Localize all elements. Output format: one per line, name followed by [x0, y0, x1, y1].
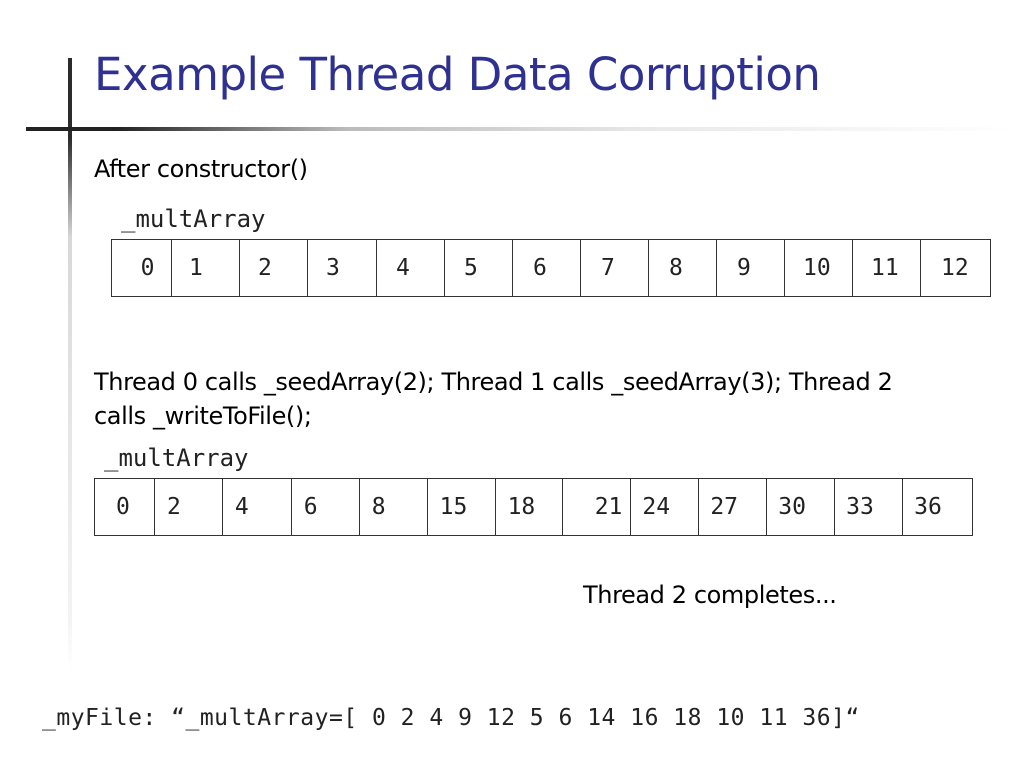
array-cell: 30 — [767, 479, 836, 535]
array-cell: 2 — [240, 240, 308, 296]
array-cell: 12 — [941, 255, 969, 281]
multarray-initial: 0 1 2 3 4 5 6 7 8 9 10 11 12 — [111, 239, 991, 297]
array-cell: 6 — [292, 479, 360, 535]
array-cell: 8 — [649, 240, 717, 296]
array1-label: _multArray — [121, 205, 266, 233]
array-cell: 21 — [563, 479, 632, 535]
array-cell: 1 — [172, 240, 240, 296]
array-cell: 10 — [785, 240, 853, 296]
threads-line-2: calls _writeToFile(); — [94, 402, 312, 430]
array-cell: 9 — [717, 240, 785, 296]
threads-line-1: Thread 0 calls _seedArray(2); Thread 1 c… — [94, 368, 893, 396]
title-underline-bar — [26, 127, 1016, 131]
array-cell: 4 — [223, 479, 292, 535]
array-cell: 36 — [914, 494, 942, 520]
array-cell: 6 — [513, 240, 581, 296]
multarray-corrupted: 0 2 4 6 8 15 18 21 24 27 30 33 36 — [94, 478, 973, 536]
array-cell: 27 — [699, 479, 768, 535]
array-cell: 7 — [581, 240, 649, 296]
array-cell: 4 — [377, 240, 445, 296]
array-cell: 15 — [428, 479, 496, 535]
array-cell: 24 — [631, 479, 700, 535]
myfile-output-line: _myFile: “_multArray=[ 0 2 4 9 12 5 6 14… — [42, 705, 860, 731]
array-cell: 33 — [835, 479, 904, 535]
array-cell: 11 — [853, 240, 921, 296]
array-cell: 0 — [112, 240, 172, 296]
array2-label: _multArray — [104, 444, 249, 472]
after-constructor-text: After constructor() — [94, 155, 308, 183]
array-cell: 8 — [360, 479, 428, 535]
array-cell: 2 — [155, 479, 223, 535]
array-cell: 18 — [496, 479, 564, 535]
array-cell: 0 — [95, 479, 155, 535]
slide-title: Example Thread Data Corruption — [94, 48, 821, 101]
array-cell: 3 — [308, 240, 377, 296]
left-accent-bar — [68, 58, 72, 670]
array-cell: 5 — [445, 240, 513, 296]
thread2-completes-text: Thread 2 completes... — [583, 581, 837, 609]
